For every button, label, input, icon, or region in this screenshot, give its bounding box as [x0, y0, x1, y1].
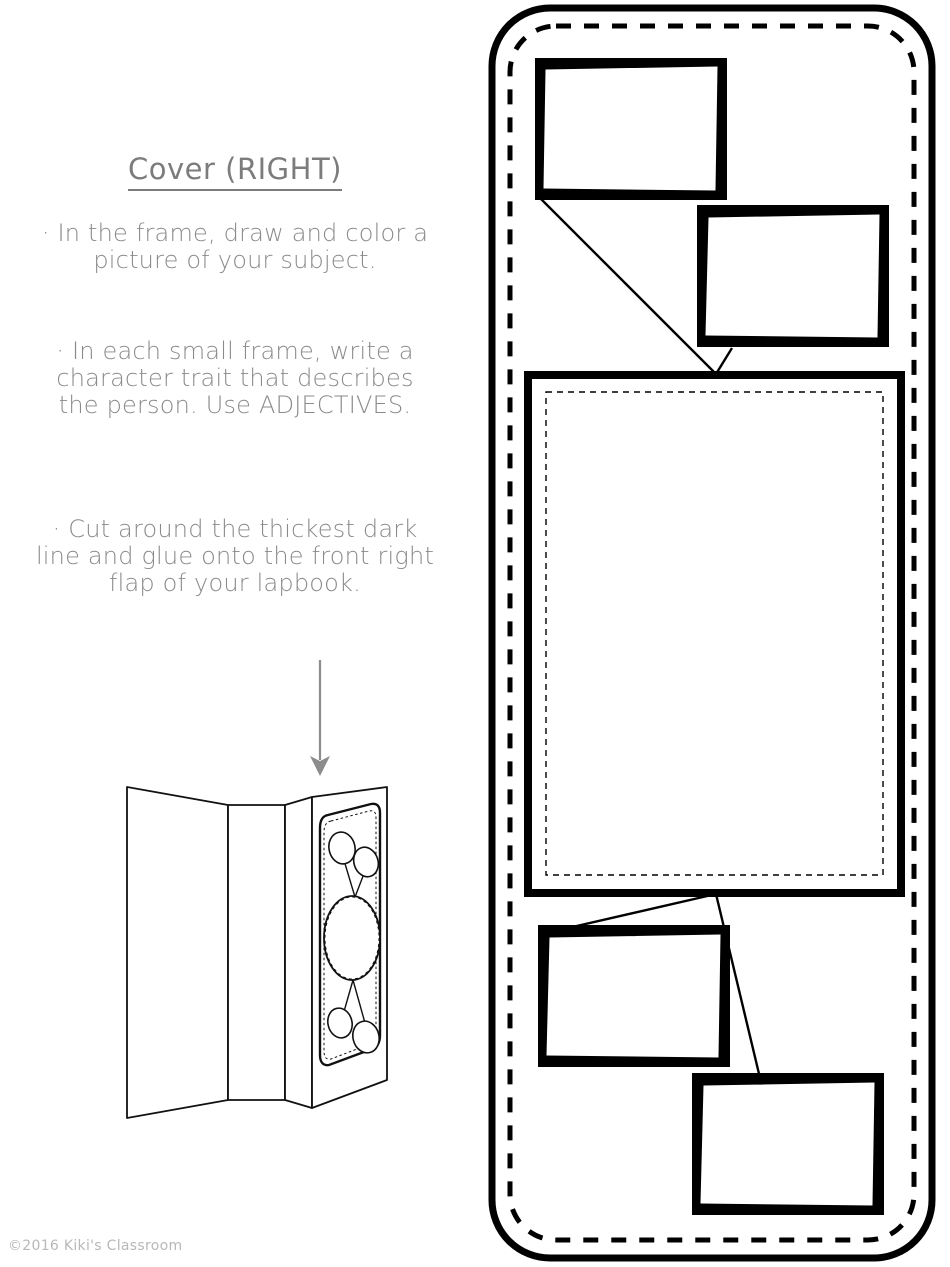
instruction-item: · In each small frame, write a character…	[56, 337, 414, 419]
picture-frame-dash-guide	[545, 391, 884, 876]
page-title-text: Cover (RIGHT)	[128, 152, 342, 191]
instructions-panel: Cover (RIGHT) · In the frame, draw and c…	[0, 0, 470, 1267]
lapbook-spine-panel	[227, 804, 286, 1101]
lapbook-mini-template	[318, 802, 382, 1067]
connector-line	[714, 347, 734, 375]
mini-trait-oval	[352, 846, 380, 878]
picture-frame-center[interactable]	[524, 371, 905, 897]
mini-picture-oval-dash	[324, 896, 380, 980]
lapbook-right-flap	[284, 796, 313, 1109]
lapbook-folder-illustration	[126, 786, 388, 1119]
cover-template-panel	[470, 0, 950, 1267]
mini-picture-oval	[323, 895, 381, 981]
mini-trait-oval	[327, 1007, 353, 1039]
copyright-notice: ©2016 Kiki's Classroom	[8, 1238, 183, 1254]
instruction-item: · In the frame, draw and color a picture…	[41, 219, 429, 274]
arrow-down-icon	[310, 660, 330, 776]
connector-line	[714, 893, 762, 1079]
mini-template-dash-guide	[323, 810, 377, 1060]
instruction-item: · Cut around the thickest dark line and …	[35, 515, 435, 597]
mini-connector	[352, 979, 366, 1024]
template-dashed-guide	[507, 23, 917, 1243]
mini-trait-oval	[352, 1020, 380, 1054]
connector-line	[539, 197, 717, 375]
trait-frame-bottom-left[interactable]	[538, 925, 730, 1067]
trait-frame-bottom-right[interactable]	[692, 1073, 884, 1215]
page-title: Cover (RIGHT)	[0, 152, 470, 191]
trait-frame-top-right[interactable]	[697, 205, 889, 347]
trait-frame-top-left[interactable]	[535, 58, 727, 200]
lapbook-left-flap	[126, 786, 229, 1119]
mini-trait-oval	[328, 831, 356, 865]
